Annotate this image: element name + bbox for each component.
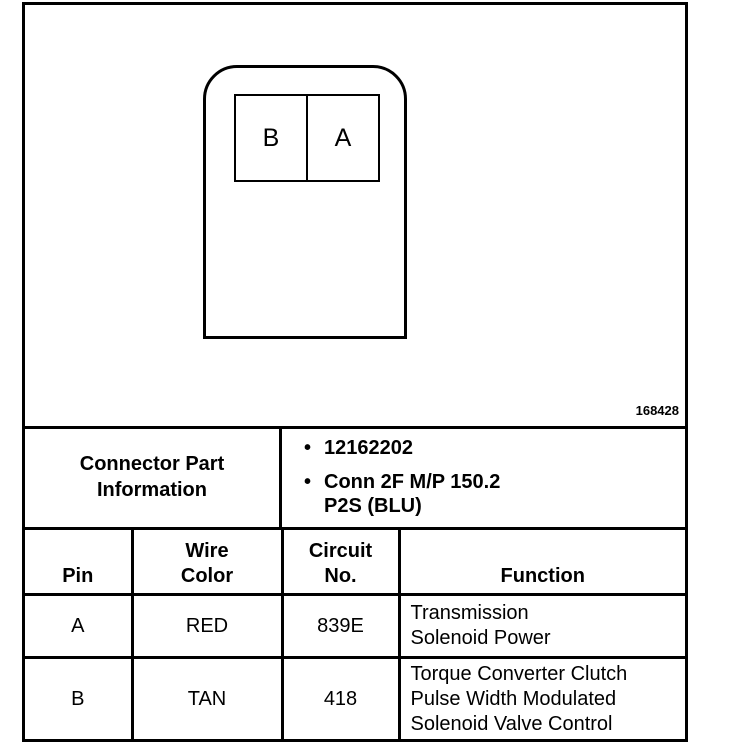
header-circuit-no: Circuit No. xyxy=(280,529,401,596)
header-pin: Pin xyxy=(25,529,134,596)
connector-part-info: Connector Part Information 12162202 Conn… xyxy=(25,426,685,530)
connector-sheet: B A 168428 Connector Part Information 12… xyxy=(22,2,688,742)
header-function: Function xyxy=(397,529,685,596)
circuit-no-cell: 839E xyxy=(280,593,401,659)
connector-description: Conn 2F M/P 150.2 P2S (BLU) xyxy=(304,470,685,518)
function-cell: Transmission Solenoid Power xyxy=(397,593,685,659)
circuit-no-cell: 418 xyxy=(280,656,401,739)
figure-number: 168428 xyxy=(635,403,679,418)
pin-cell: B xyxy=(25,656,134,739)
cavity-a-label: A xyxy=(306,96,378,180)
wire-color-cell: RED xyxy=(130,593,284,659)
part-number: 12162202 xyxy=(304,436,685,460)
pin-cell: A xyxy=(25,593,134,659)
table-row: B TAN 418 Torque Converter Clutch Pulse … xyxy=(25,656,685,739)
pin-table: Pin Wire Color Circuit No. Function A RE… xyxy=(25,529,685,739)
connector-part-info-list: 12162202 Conn 2F M/P 150.2 P2S (BLU) xyxy=(282,426,685,527)
connector-housing xyxy=(203,65,407,339)
connector-diagram: B A 168428 xyxy=(25,5,685,429)
table-row: A RED 839E Transmission Solenoid Power xyxy=(25,593,685,659)
header-wire-color: Wire Color xyxy=(130,529,284,596)
connector-part-info-label: Connector Part Information xyxy=(25,426,282,527)
function-cell: Torque Converter Clutch Pulse Width Modu… xyxy=(397,656,685,739)
cavity-b-label: B xyxy=(262,123,280,152)
connector-cavities: B A xyxy=(234,94,380,182)
pin-table-header: Pin Wire Color Circuit No. Function xyxy=(25,529,685,596)
wire-color-cell: TAN xyxy=(130,656,284,739)
